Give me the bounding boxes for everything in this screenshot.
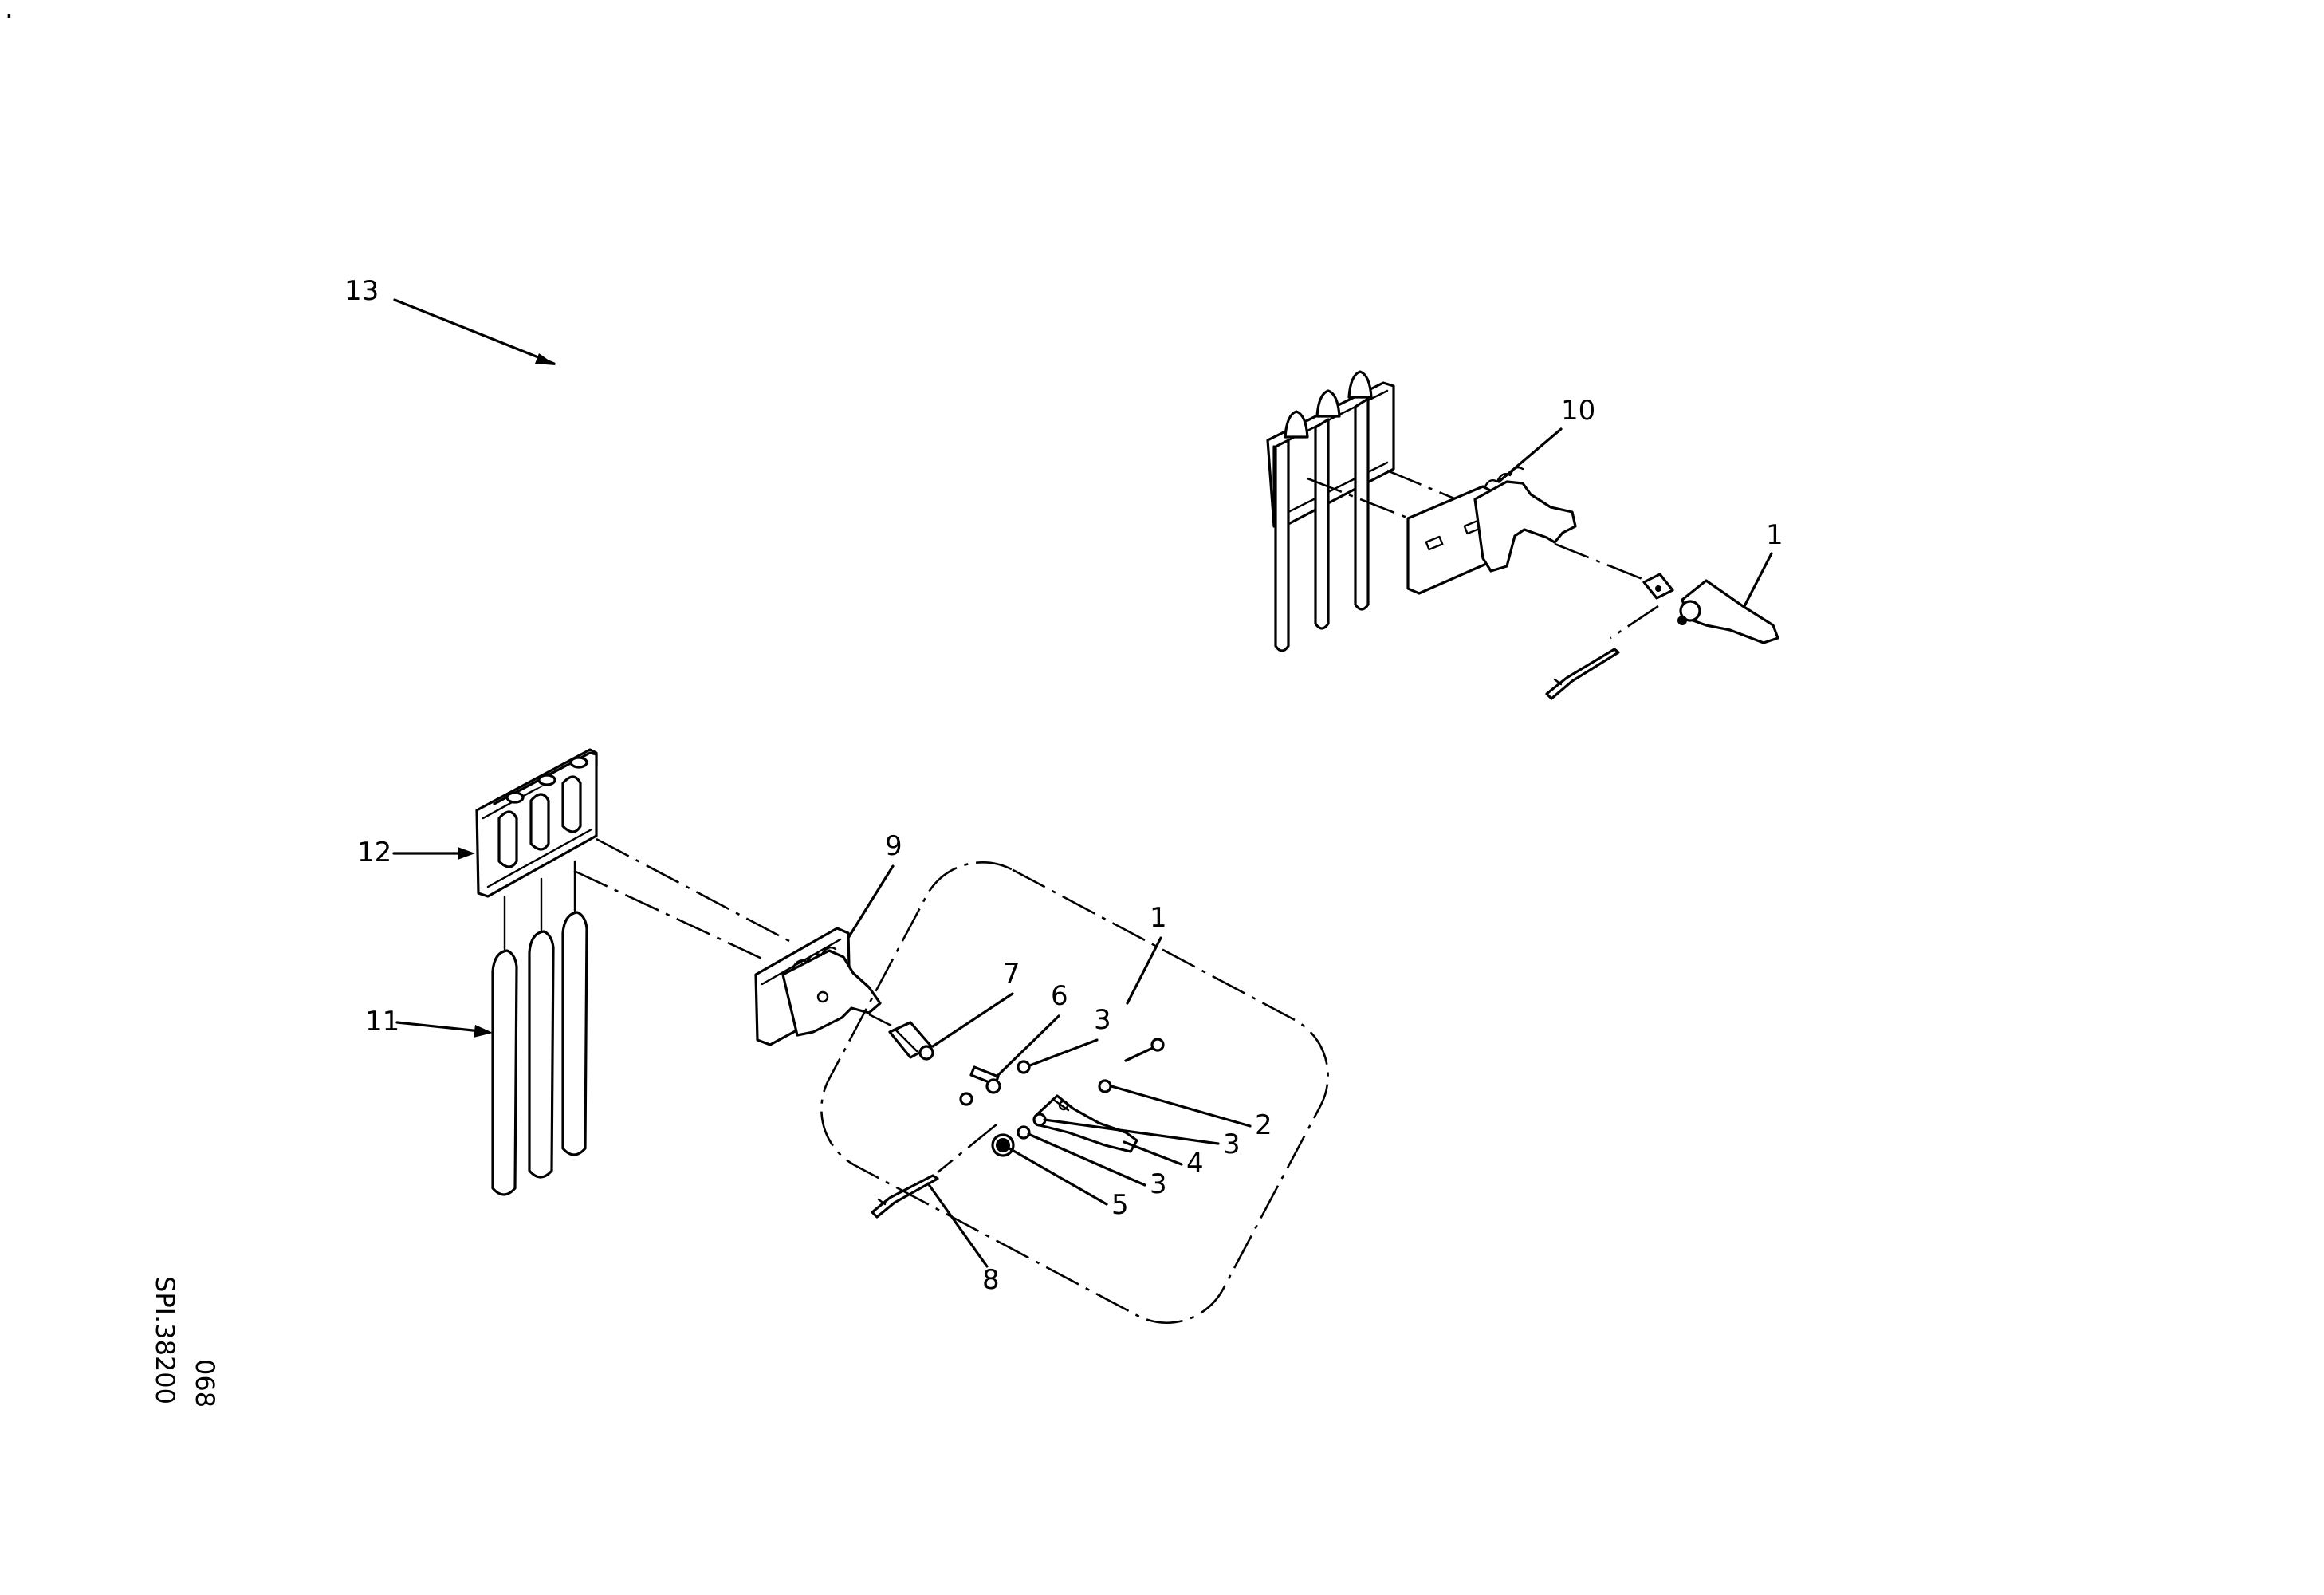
label-1-detail: 1 bbox=[1150, 902, 1167, 934]
lower-latch-plate bbox=[754, 927, 882, 1046]
part-8-spring-clip bbox=[871, 1174, 939, 1219]
label-8: 8 bbox=[982, 1264, 1000, 1296]
detail-enclosure bbox=[820, 861, 1329, 1324]
label-1-top: 1 bbox=[1766, 519, 1783, 551]
part-3-washer-c bbox=[1017, 1125, 1031, 1140]
label-10: 10 bbox=[1561, 395, 1595, 427]
lower-assembly: 12 11 9 bbox=[357, 748, 1329, 1324]
corner-dot: . bbox=[5, 0, 14, 25]
drawing-code-number: SPI.38200 bbox=[150, 1276, 180, 1404]
label-2: 2 bbox=[1255, 1109, 1272, 1141]
part-7-pin-housing bbox=[888, 1021, 934, 1061]
upper-spring-clip bbox=[1545, 648, 1620, 700]
upper-pin bbox=[1642, 573, 1674, 600]
label-13: 13 bbox=[344, 275, 379, 307]
lower-rods bbox=[491, 860, 588, 1196]
drawing-code-sheet: 068 bbox=[190, 1359, 220, 1408]
label-11: 11 bbox=[365, 1006, 399, 1038]
part-6-pin bbox=[959, 1065, 1001, 1106]
upper-assembly: 10 1 bbox=[1266, 370, 1783, 700]
upper-rod-holder bbox=[1266, 370, 1395, 652]
drawing-code: SPI.38200 068 bbox=[150, 1276, 220, 1408]
part-3-washer-a bbox=[1017, 1060, 1031, 1074]
label-3-a: 3 bbox=[1094, 1004, 1111, 1036]
part-4-lever bbox=[1035, 1094, 1138, 1153]
label-7: 7 bbox=[1003, 958, 1020, 990]
label-9: 9 bbox=[885, 830, 902, 862]
label-3-c: 3 bbox=[1150, 1168, 1167, 1200]
label-5: 5 bbox=[1111, 1189, 1129, 1221]
label-6: 6 bbox=[1051, 980, 1068, 1012]
part-2-screw bbox=[1098, 1038, 1165, 1093]
label-3-b: 3 bbox=[1223, 1128, 1241, 1160]
label-12: 12 bbox=[357, 837, 391, 868]
lower-rod-holder bbox=[475, 748, 598, 898]
upper-latch-plate bbox=[1406, 467, 1577, 595]
upper-latch-lever bbox=[1677, 579, 1779, 644]
label-4: 4 bbox=[1186, 1148, 1204, 1180]
callout-13: 13 bbox=[344, 275, 556, 365]
part-5-nut bbox=[996, 1138, 1010, 1152]
